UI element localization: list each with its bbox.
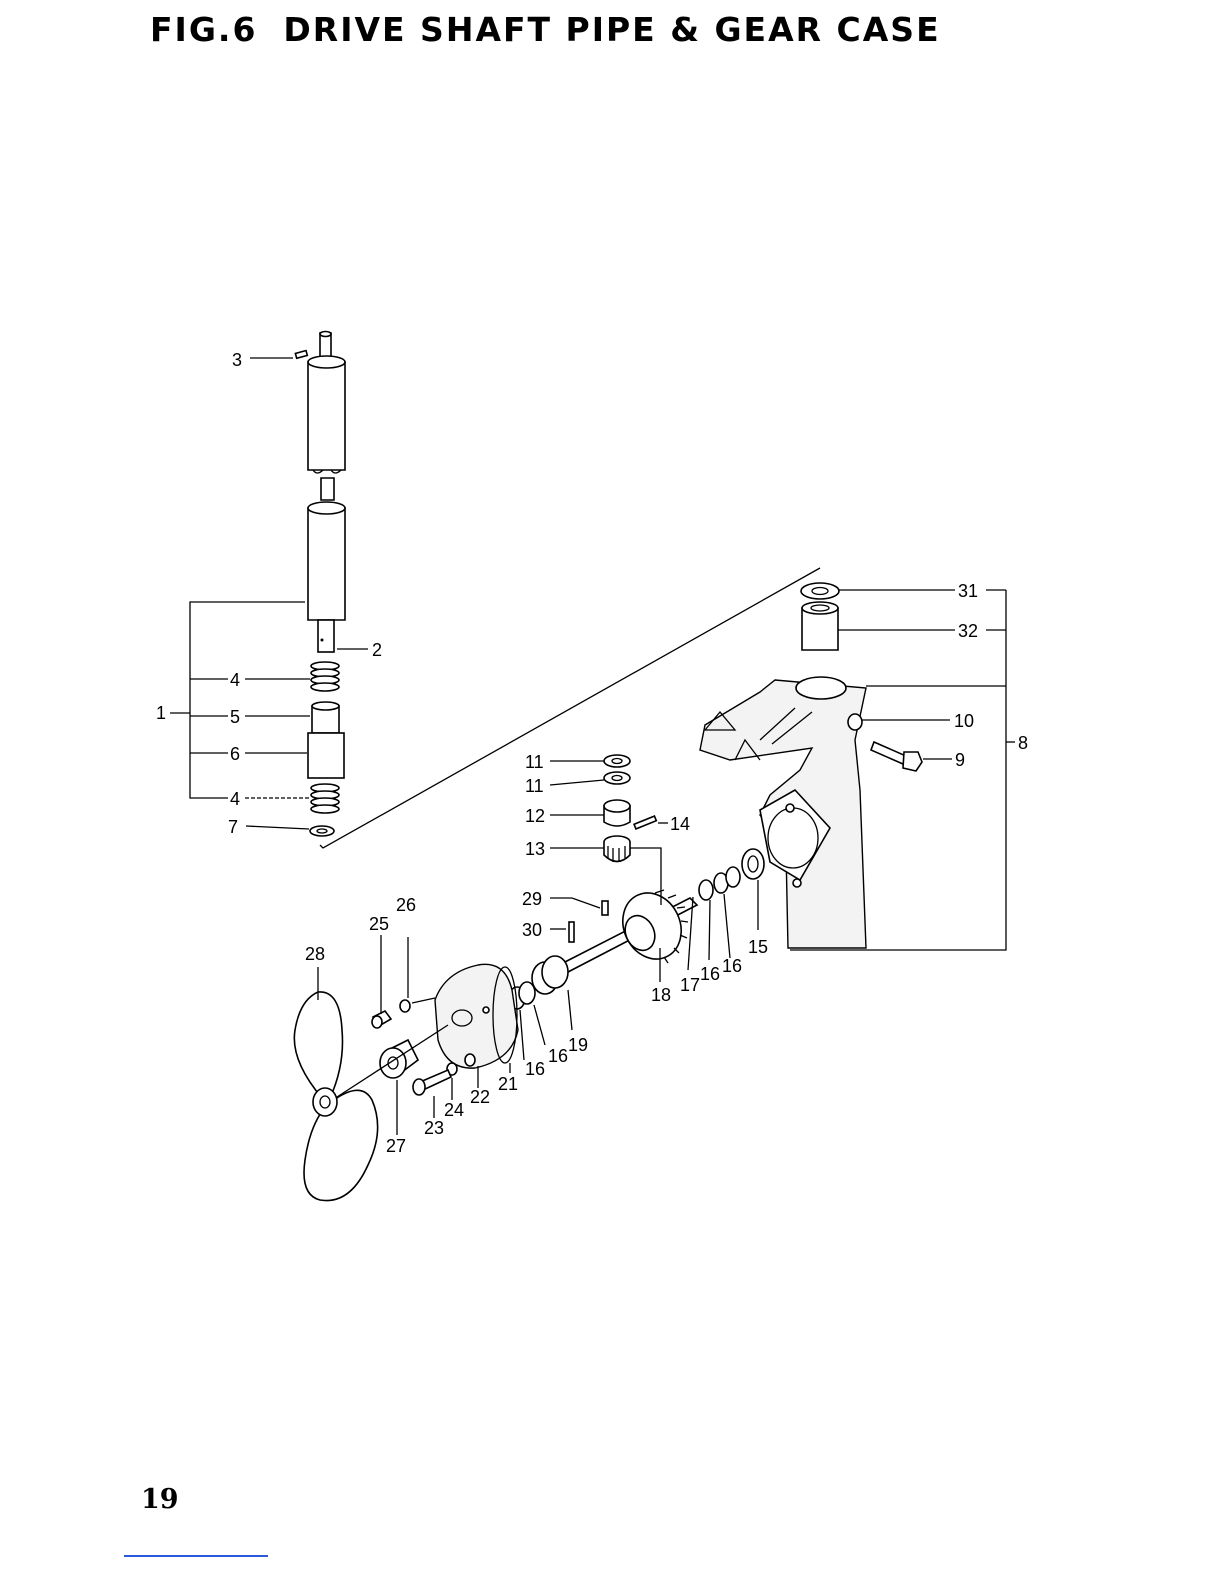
part-29-pin	[569, 922, 574, 942]
part-22-washer	[465, 1054, 475, 1066]
shaft-tip-end	[320, 332, 331, 337]
callout-17: 17	[680, 975, 700, 995]
callout-5: 5	[230, 707, 240, 727]
callout-23: 23	[424, 1118, 444, 1138]
callout-25: 25	[369, 914, 389, 934]
callout-7: 7	[228, 817, 238, 837]
callout-6: 6	[230, 744, 240, 764]
part-3-pin	[295, 351, 307, 359]
callout-14: 14	[670, 814, 690, 834]
part-2-shaft-end	[318, 620, 334, 652]
part-21-cover	[435, 964, 518, 1068]
part-12-top	[604, 800, 630, 812]
callout-16-d: 16	[525, 1059, 545, 1079]
part-11-washer-b	[604, 772, 630, 784]
part-14-pin	[634, 816, 656, 829]
drive-shaft-assembly	[295, 332, 345, 837]
footer-link-underline[interactable]	[124, 1555, 268, 1557]
callout-19: 19	[568, 1035, 588, 1055]
part-16-seal-b	[726, 867, 740, 887]
part-23-screw	[413, 1070, 451, 1095]
callout-18: 18	[651, 985, 671, 1005]
part-6-bushing	[308, 733, 344, 778]
shaft-hole	[321, 639, 324, 642]
part-7-washer	[310, 826, 334, 836]
part-16-seal-d	[519, 982, 535, 1004]
callout-15: 15	[748, 937, 768, 957]
callout-10: 10	[954, 711, 974, 731]
part-28-key	[602, 901, 608, 915]
callout-11-upper: 11	[525, 752, 544, 772]
pinion-gear-parts	[604, 755, 656, 862]
part-30-propeller	[294, 992, 377, 1201]
callout-16-c: 16	[548, 1046, 568, 1066]
callout-16-a: 16	[700, 964, 720, 984]
part-27-collar	[380, 1040, 418, 1078]
case-screw-hole-a	[786, 804, 794, 812]
callout-4-upper: 4	[230, 670, 240, 690]
callout-13: 13	[525, 839, 545, 859]
callout-32: 32	[958, 621, 978, 641]
part-31-washer	[801, 583, 839, 599]
propeller-shaft-parts	[509, 849, 764, 1009]
callout-31: 31	[958, 581, 978, 601]
case-screw-hole-b	[793, 879, 801, 887]
callout-27: 27	[386, 1136, 406, 1156]
part-11-washer-a	[604, 755, 630, 767]
part-4-spring-upper	[311, 662, 339, 691]
part-13-pinion-gear	[604, 836, 630, 862]
callout-30: 28	[305, 944, 325, 964]
part-18-gear	[612, 883, 691, 968]
part-4-spring-lower	[311, 784, 339, 813]
lower-pipe-top	[308, 502, 345, 514]
callout-28: 29	[522, 889, 542, 909]
part-15-bearing	[742, 849, 764, 879]
lower-pipe	[308, 508, 345, 620]
part-19-bushing	[532, 956, 568, 994]
gear-case-assembly	[700, 583, 922, 948]
page-number: 19	[141, 1484, 179, 1515]
callout-16-b: 16	[722, 956, 742, 976]
callout-3: 3	[232, 350, 242, 370]
upper-pipe-top	[308, 356, 345, 368]
callout-11-lower: 11	[525, 776, 544, 796]
callout-4-lower: 4	[230, 789, 240, 809]
callout-21: 21	[498, 1074, 518, 1094]
callout-22: 22	[470, 1087, 490, 1107]
bolt-axis-line	[412, 998, 435, 1003]
callout-9: 9	[955, 750, 965, 770]
shaft-coupling	[321, 478, 334, 500]
part-32-top	[802, 602, 838, 614]
callout-2: 2	[372, 640, 382, 660]
collar-top	[312, 702, 339, 710]
propeller-end-parts	[294, 964, 518, 1200]
callout-24: 24	[444, 1100, 464, 1120]
leader-lines	[170, 358, 1015, 1135]
part-9-bolt	[871, 742, 922, 771]
callout-26: 26	[396, 895, 416, 915]
part-21-hole	[483, 1007, 489, 1013]
case-top-bore	[796, 677, 846, 699]
callout-8: 8	[1018, 733, 1028, 753]
callout-12: 12	[525, 806, 545, 826]
part-10-washer	[848, 714, 862, 730]
part-17-ring	[699, 880, 713, 900]
callout-29: 30	[522, 920, 542, 940]
callout-1: 1	[156, 703, 166, 723]
part-26-washer	[400, 1000, 410, 1012]
upper-pipe	[308, 362, 345, 470]
